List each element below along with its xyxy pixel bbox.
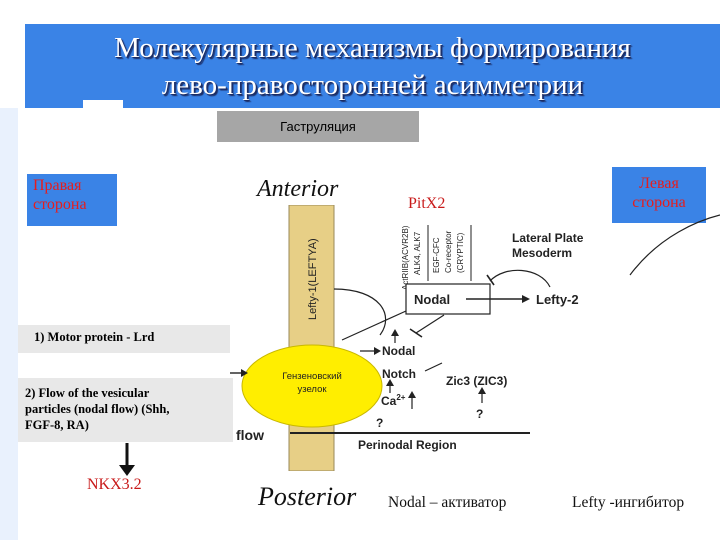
posterior-bg — [230, 472, 370, 540]
lefty2-inhibit-bar — [486, 274, 495, 286]
question-mark-1: ? — [376, 416, 383, 430]
mechanism-2-line-1: 2) Flow of the vesicular — [25, 386, 150, 400]
gastrulation-label: Гаструляция — [217, 111, 419, 142]
node-arrow-head — [241, 369, 248, 377]
nodal-label: Nodal — [382, 344, 415, 358]
ca-up-head — [408, 391, 416, 398]
left-side-line-1: Левая — [639, 175, 679, 192]
pitx2-label: PitX2 — [400, 189, 518, 219]
lefty1-arc — [333, 288, 387, 336]
posterior-label: Posterior — [258, 482, 357, 511]
notch-up-head — [386, 379, 394, 386]
notch-label: Notch — [382, 367, 416, 381]
inhibit-bar — [409, 328, 423, 338]
lefty2-label: Lefty-2 — [536, 292, 579, 307]
hensen-node-line-1: Гензеновский — [282, 371, 342, 382]
title-banner: Молекулярные механизмы формирования лево… — [25, 24, 720, 108]
ca-label: Ca2+ — [381, 393, 406, 408]
nodal-up-head — [391, 329, 399, 336]
lateral-plate-line-2: Mesoderm — [512, 246, 572, 260]
zic3-up-head — [478, 387, 486, 394]
receptor-block: ActRIIB(ACVR2B) ALK4, ALK7 EGF-CFC Co-re… — [401, 225, 465, 290]
title-line-2: лево-правосторонней асимметрии — [161, 69, 584, 101]
mechanism-1-text: 1) Motor protein - Lrd — [34, 330, 155, 344]
question-mark-2: ? — [476, 407, 483, 421]
flow-label: flow — [236, 427, 264, 443]
receptor-label-2: ALK4, ALK7 — [413, 231, 422, 275]
down-arrow-head — [119, 465, 135, 476]
zic3-label: Zic3 (ZIC3) — [446, 374, 507, 388]
flow-label-bg — [230, 431, 282, 465]
mechanism-2-box: 2) Flow of the vesicular particles (noda… — [18, 378, 233, 442]
lateral-plate-line-1: Lateral Plate — [512, 231, 584, 245]
nodal-horizontal-head — [374, 347, 381, 355]
mechanism-2-line-2: particles (nodal flow) (Shh, — [25, 402, 170, 416]
mechanism-2-line-3: FGF-8, RA) — [25, 418, 89, 432]
lefty2-feedback-arc — [489, 269, 551, 288]
receptor-label-3: EGF-CFC — [432, 237, 441, 273]
nkx-label: NKX3.2 — [87, 476, 142, 493]
left-margin-strip — [0, 108, 18, 540]
mechanism-1-box: 1) Motor protein - Lrd — [18, 325, 230, 353]
activator-label: Nodal – активатор — [388, 494, 507, 511]
lefty1-label: Lefty-1(LEFTYA) — [307, 238, 319, 320]
inhibitor-label: Lefty -ингибитор — [572, 494, 685, 511]
receptor-label-5: (CRYPTIC) — [456, 232, 465, 273]
right-side-line-2: сторона — [33, 196, 87, 213]
title-notch — [83, 100, 123, 108]
down-arrow — [119, 443, 135, 476]
right-side-box: Правая сторона — [27, 174, 117, 226]
perinodal-label: Perinodal Region — [358, 438, 457, 452]
lateral-arc — [629, 214, 720, 276]
title-line-1: Молекулярные механизмы формирования — [114, 32, 631, 64]
left-side-box: Левая сторона — [612, 167, 706, 223]
nodal-to-lefty2-head — [522, 295, 530, 303]
nodal-box-label: Nodal — [414, 292, 450, 307]
hensen-node-line-2: узелок — [297, 384, 327, 395]
inhibit-line — [415, 314, 445, 334]
hensen-node — [241, 344, 383, 428]
right-side-line-1: Правая — [33, 177, 82, 194]
receptor-label-1: ActRIIB(ACVR2B) — [401, 225, 410, 290]
left-side-line-2: сторона — [632, 194, 686, 211]
anterior-label: Anterior — [257, 176, 339, 202]
asymmetry-diagram: Lefty-1(LEFTYA) ActRIIB(ACVR2B) ALK4, AL… — [230, 205, 720, 471]
receptor-label-4: Co-receptor — [444, 230, 453, 273]
nodal-signal-line — [341, 310, 407, 341]
zic-to-nodal-line — [424, 362, 443, 372]
